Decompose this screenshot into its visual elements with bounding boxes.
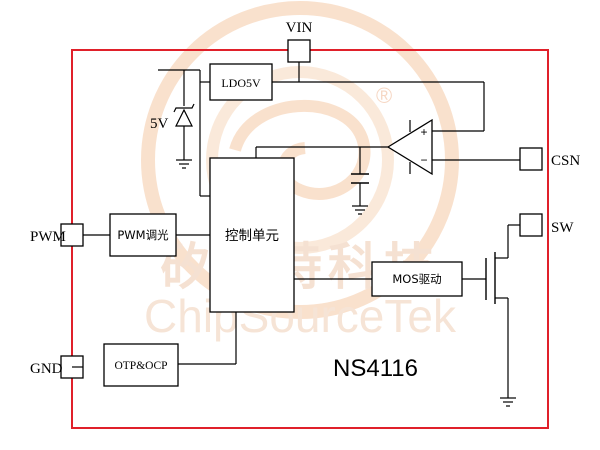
capacitor-ground-symbol — [352, 205, 368, 215]
opamp-plus-label: + — [420, 125, 427, 139]
watermark: ® 矽源特科技 ChipSourceTek — [141, 1, 459, 342]
opamp-symbol — [386, 118, 433, 176]
power-mosfet-symbol — [485, 252, 496, 304]
zener-diode — [173, 103, 195, 127]
filter-capacitor — [351, 173, 369, 184]
pin-sw-pad — [519, 213, 543, 237]
watermark-registered-mark: ® — [376, 83, 392, 108]
pin-pwm-label: PWM — [30, 229, 66, 245]
control-unit-block-label: 控制单元 — [225, 228, 279, 244]
pin-gnd-label: GND — [30, 361, 63, 377]
protection-block-label: OTP&OCP — [114, 360, 167, 372]
mos-driver-block-label: MOS驱动 — [392, 272, 441, 286]
watermark-english-name: ChipSourceTek — [144, 290, 457, 342]
ldo-block-label: LDO5V — [221, 76, 261, 90]
wiring — [72, 62, 520, 398]
opamp-minus-label: − — [420, 153, 427, 167]
protection-block — [103, 343, 179, 387]
pin-csn-label: CSN — [551, 153, 580, 169]
zener-voltage-label: 5V — [150, 116, 169, 132]
part-number-label: NS4116 — [333, 355, 418, 382]
pin-vin-pad — [287, 39, 311, 63]
zener-ground-symbol — [176, 159, 192, 169]
pwm-dimming-block-label: PWM调光 — [117, 228, 169, 242]
pin-csn-pad — [519, 147, 543, 171]
pin-vin-label: VIN — [286, 20, 313, 36]
mosfet-ground-symbol — [500, 397, 516, 407]
pin-sw-label: SW — [551, 220, 574, 236]
